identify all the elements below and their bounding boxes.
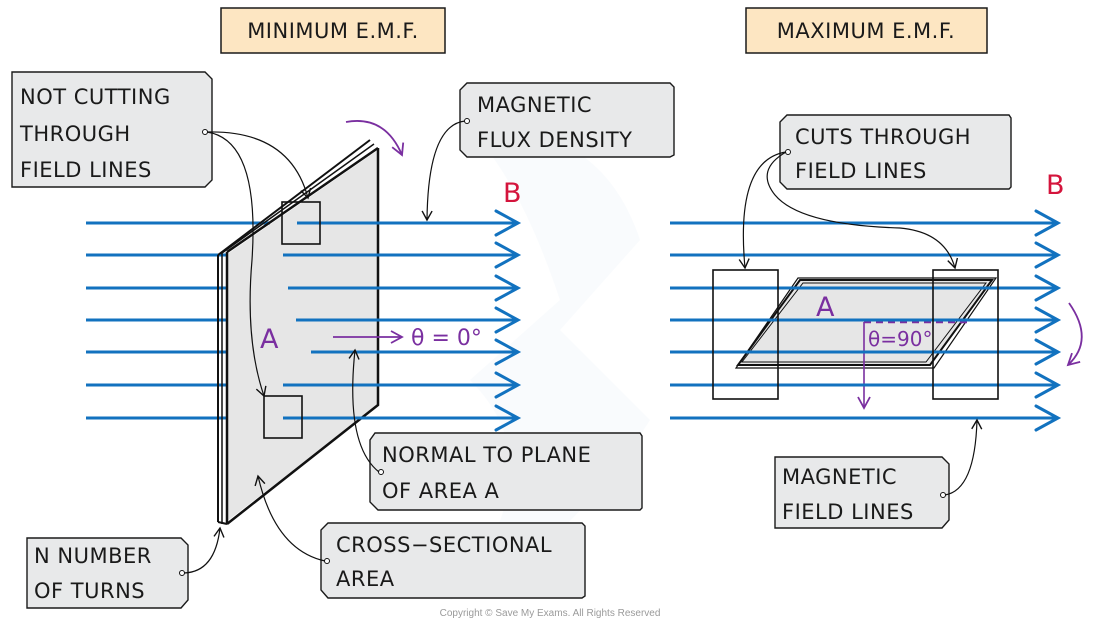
svg-text:OF AREA A: OF AREA A (382, 479, 500, 503)
right-panel: MAXIMUM E.M.F. A θ=90° B CUTS THROUGH FI… (670, 7, 1083, 529)
left-angle-label: θ = 0° (411, 326, 482, 351)
svg-text:NOT CUTTING: NOT CUTTING (20, 85, 171, 109)
svg-text:NORMAL TO PLANE: NORMAL TO PLANE (382, 443, 591, 467)
left-field-lines (283, 209, 522, 432)
connector-field-lines (944, 418, 983, 496)
svg-text:FIELD LINES: FIELD LINES (795, 159, 927, 183)
right-right-box (932, 269, 999, 400)
left-top-square (281, 201, 321, 245)
svg-text:AREA: AREA (336, 567, 395, 591)
right-title-box: MAXIMUM E.M.F. (745, 7, 988, 54)
connector-turns (183, 526, 225, 574)
svg-text:MAGNETIC: MAGNETIC (782, 465, 897, 489)
field-line-arrowhead (1034, 274, 1062, 302)
right-area-symbol: A (816, 292, 835, 323)
field-line-arrowhead (1034, 371, 1062, 399)
svg-text:THROUGH: THROUGH (19, 122, 131, 146)
svg-text:FIELD LINES: FIELD LINES (20, 158, 152, 182)
left-panel: MINIMUM E.M.F. B A θ = 0° (11, 7, 675, 609)
field-line-arrowhead (1034, 241, 1062, 269)
svg-text:N NUMBER: N NUMBER (34, 544, 152, 568)
connector-not-cutting-bottom (206, 131, 267, 398)
field-line-arrowhead (1034, 209, 1062, 237)
svg-text:CROSS−SECTIONAL: CROSS−SECTIONAL (336, 533, 552, 557)
connector-cuts-right (766, 151, 959, 270)
label-cuts-through: CUTS THROUGH FIELD LINES (779, 114, 1012, 190)
field-line-arrowhead (1034, 306, 1062, 334)
right-field-lines (670, 209, 1062, 432)
svg-text:OF TURNS: OF TURNS (34, 579, 145, 603)
left-rotation-arrow (345, 120, 405, 157)
field-line-arrowhead (1034, 404, 1062, 432)
label-flux-density: MAGNETIC FLUX DENSITY (459, 82, 675, 158)
label-normal: NORMAL TO PLANE OF AREA A (369, 432, 643, 511)
label-turns: N NUMBER OF TURNS (26, 537, 189, 609)
connector-not-cutting-top (206, 131, 312, 200)
field-line-arrowhead (494, 241, 522, 269)
svg-text:CUTS THROUGH: CUTS THROUGH (795, 125, 971, 149)
connector-normal (348, 348, 380, 473)
svg-text:MAGNETIC: MAGNETIC (477, 93, 592, 117)
right-b-symbol: B (1046, 170, 1065, 201)
left-title: MINIMUM E.M.F. (247, 19, 419, 43)
label-cross-section: CROSS−SECTIONAL AREA (320, 522, 586, 599)
field-line-arrowhead (494, 274, 522, 302)
left-title-box: MINIMUM E.M.F. (220, 7, 446, 54)
right-left-box (712, 269, 779, 400)
right-rotation-arrow (1066, 302, 1083, 367)
connector-cuts-left (738, 151, 787, 270)
copyright: Copyright © Save My Exams. All Rights Re… (440, 608, 661, 619)
left-b-symbol: B (503, 178, 522, 209)
left-area-symbol: A (260, 324, 279, 355)
connector-flux-density (421, 120, 466, 222)
left-bottom-square (263, 395, 303, 439)
left-field-lines-back (86, 221, 270, 420)
field-line-arrowhead (494, 306, 522, 334)
field-line-arrowhead (494, 209, 522, 237)
svg-text:FLUX DENSITY: FLUX DENSITY (477, 128, 633, 152)
field-line-arrowhead (494, 338, 522, 366)
field-line-arrowhead (494, 404, 522, 432)
connector-cross-section (254, 474, 326, 562)
right-angle-label: θ=90° (868, 327, 932, 351)
label-field-lines: MAGNETIC FIELD LINES (774, 456, 950, 529)
field-line-arrowhead (494, 371, 522, 399)
label-not-cutting: NOT CUTTING THROUGH FIELD LINES (11, 71, 213, 188)
svg-text:FIELD LINES: FIELD LINES (782, 500, 914, 524)
left-coil (217, 139, 380, 525)
field-line-arrowhead (1034, 338, 1062, 366)
right-title: MAXIMUM E.M.F. (777, 19, 955, 43)
